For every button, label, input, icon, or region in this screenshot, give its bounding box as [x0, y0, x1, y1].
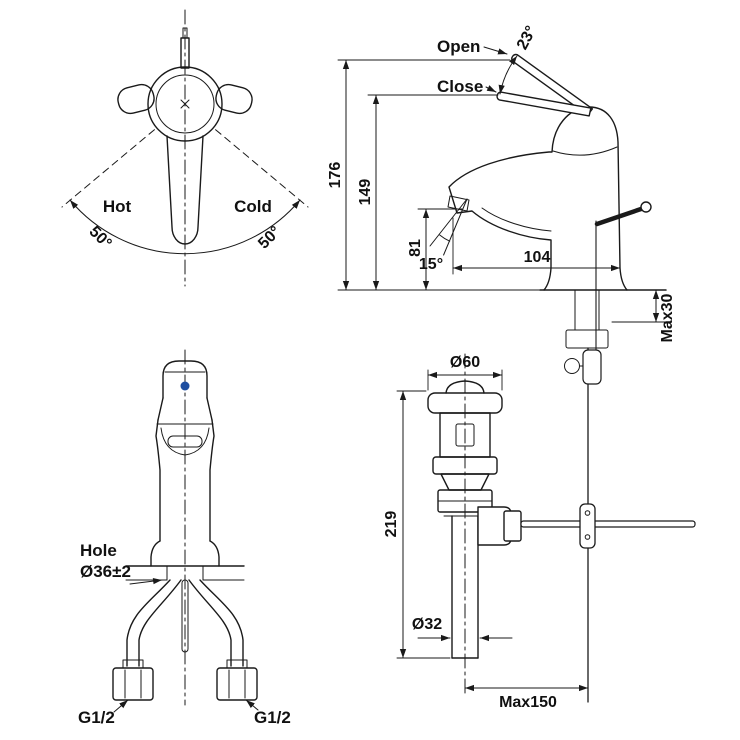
brand-dot	[180, 381, 190, 391]
base-flange	[150, 540, 220, 567]
spout-slot	[167, 435, 203, 448]
hose-nut-left	[112, 667, 154, 701]
supply-hoses	[112, 579, 258, 701]
spout-inner-line	[481, 207, 552, 232]
open-label: Open	[437, 37, 480, 56]
thread-left-label: G1/2	[78, 708, 115, 727]
rotation-arc	[69, 199, 301, 255]
mounting-nut	[565, 329, 609, 349]
drain-outline	[427, 380, 696, 659]
side-view: Open Close 23° 176 149 81	[327, 23, 676, 703]
faucet-side-outline	[448, 106, 628, 291]
overflow-slot	[455, 423, 475, 447]
spout-angle-label: 15°	[419, 256, 443, 273]
drain-dimensions: Ø60 219 Ø32 Max150	[383, 354, 589, 711]
cold-angle-label: 50°	[255, 223, 284, 252]
pivot-rod	[520, 520, 696, 528]
side-dimensions: Open Close 23° 176 149 81	[327, 23, 676, 342]
ball-joint	[564, 358, 580, 374]
handle-angle-arc	[498, 55, 518, 95]
hole-diameter-label: Ø36±2	[80, 562, 131, 581]
dim-total-height: 176	[327, 162, 344, 189]
lift-rod-lever	[594, 206, 644, 227]
dim-outlet-height: 81	[407, 239, 424, 257]
top-view: Hot Cold 50° 50°	[61, 9, 309, 287]
drain-view: Ø60 219 Ø32 Max150	[383, 353, 696, 711]
drain-rod-front	[181, 579, 189, 653]
front-view: Hole Ø36±2 G1/2 G1/2	[78, 349, 291, 727]
dim-pipe-label: Ø32	[412, 616, 442, 633]
close-label: Close	[437, 77, 483, 96]
dim-height-label: 219	[383, 511, 400, 538]
handle-angle-label: 23°	[514, 23, 540, 52]
hose-nut-right	[216, 667, 258, 701]
hot-ear	[117, 83, 155, 115]
spout-mouth	[160, 427, 210, 456]
dim-spout-height: 149	[357, 179, 374, 206]
lever-top	[166, 135, 204, 245]
pivot-nut	[503, 510, 522, 542]
mounting-shank	[574, 289, 600, 331]
hot-label: Hot	[103, 197, 132, 216]
dim-reach: 104	[524, 249, 551, 266]
dim-flange-label: Ø60	[450, 354, 480, 371]
cold-label: Cold	[234, 197, 272, 216]
aerator	[447, 195, 470, 212]
lift-rod-knob	[640, 201, 652, 213]
dim-deck-max: Max30	[659, 293, 676, 342]
rod-strap	[582, 349, 602, 385]
rod-clamp	[579, 503, 596, 549]
cold-ear	[215, 83, 253, 115]
dim-rod-max-label: Max150	[499, 694, 557, 711]
center-mark	[180, 99, 190, 109]
hole-label: Hole	[80, 541, 117, 560]
push-cap	[445, 380, 485, 394]
hot-angle-label: 50°	[86, 223, 115, 252]
body-separation-line	[552, 146, 618, 156]
thread-right-label: G1/2	[254, 708, 291, 727]
front-annotations: Hole Ø36±2 G1/2 G1/2	[78, 541, 291, 727]
handle-top-outline	[117, 27, 253, 245]
faucet-front-outline	[150, 360, 220, 567]
